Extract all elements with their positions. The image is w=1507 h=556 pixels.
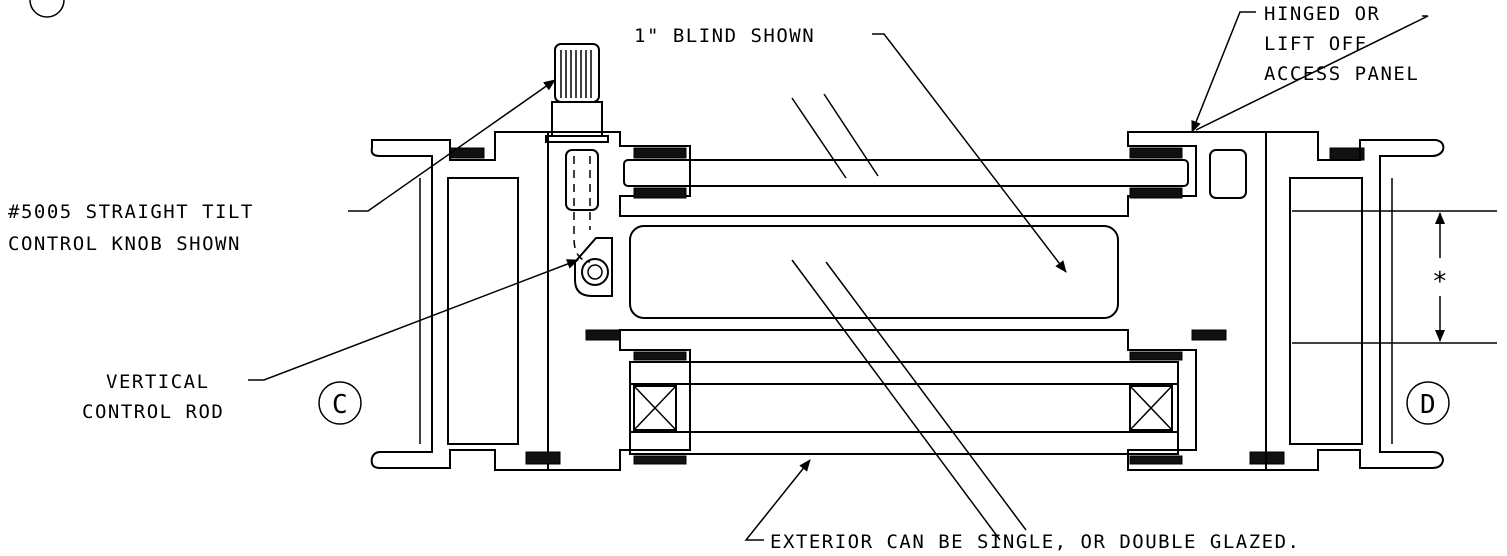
section-c-label: C <box>332 390 348 420</box>
gaskets <box>449 147 1365 465</box>
partial-circle <box>29 0 65 18</box>
break-lines <box>791 93 1027 541</box>
hinged-label-line2: LIFT OFF <box>1264 33 1368 55</box>
dimension <box>1292 210 1497 344</box>
control-knob <box>545 43 609 143</box>
section-d <box>1406 381 1450 425</box>
hinged-label-line1: HINGED OR <box>1264 3 1380 25</box>
dimension-mark: * <box>1432 267 1448 297</box>
hinged-label-line3: ACCESS PANEL <box>1264 63 1419 85</box>
rod-label-line1: VERTICAL <box>106 371 210 393</box>
rod-label-line2: CONTROL ROD <box>82 401 224 423</box>
section-d-label: D <box>1420 390 1436 420</box>
leaders <box>248 11 1429 541</box>
center-sash <box>547 131 1267 471</box>
left-frame <box>370 131 549 471</box>
exterior-label: EXTERIOR CAN BE SINGLE, OR DOUBLE GLAZED… <box>770 531 1301 553</box>
knob-label-line2: CONTROL KNOB SHOWN <box>8 233 241 255</box>
section-c <box>318 381 362 425</box>
knob-label-line1: #5005 STRAIGHT TILT <box>8 201 254 223</box>
right-frame <box>1265 131 1445 471</box>
blind-shown-label: 1" BLIND SHOWN <box>634 25 815 47</box>
